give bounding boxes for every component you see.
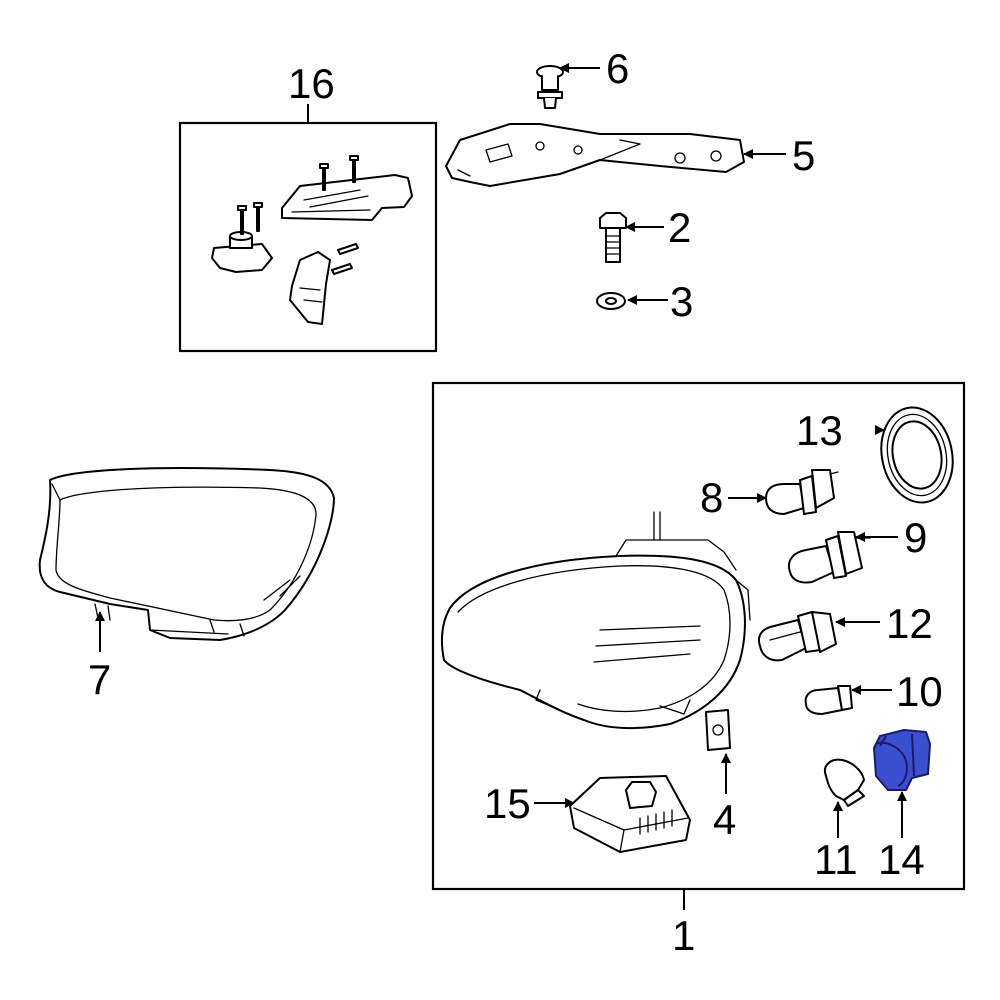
- headlamp-housing: [441, 511, 751, 730]
- callout-13: 13: [796, 407, 843, 454]
- part-9-bulb: [788, 531, 871, 584]
- callout-2: 2: [668, 204, 691, 251]
- callout-3: 3: [670, 278, 693, 325]
- callout-5: 5: [792, 132, 815, 179]
- callout-16: 16: [288, 60, 335, 107]
- part-14-socket: [873, 729, 931, 791]
- part-12-bulb: [758, 611, 837, 662]
- callout-14: 14: [878, 836, 925, 883]
- part-5-bracket: [445, 123, 745, 187]
- callout-10: 10: [896, 668, 943, 715]
- part-8-bulb: [765, 469, 839, 515]
- part-2-bolt: [599, 212, 627, 263]
- callout-9: 9: [904, 514, 927, 561]
- leader-arrows: [95, 63, 907, 838]
- callout-labels: 16 6 5 2 3 7 13 8 9 12 10 15 4 11 14 1: [88, 45, 943, 959]
- part-10-small-bulb: [804, 685, 853, 715]
- callout-12: 12: [886, 600, 933, 647]
- callout-7: 7: [88, 656, 111, 703]
- callout-1: 1: [672, 912, 695, 959]
- part-3-washer: [596, 292, 626, 310]
- callout-15: 15: [484, 780, 531, 827]
- callout-8: 8: [700, 474, 723, 521]
- part-11-round-bulb: [824, 758, 865, 807]
- callout-6: 6: [606, 45, 629, 92]
- part-15-ballast: [569, 775, 691, 853]
- adjuster-kit-box: [178, 104, 438, 353]
- callout-11: 11: [814, 836, 858, 883]
- part-13-seal-ring: [880, 406, 954, 504]
- headlamp-assembly-box: [431, 381, 966, 910]
- part-4-nut-clip: [705, 709, 731, 751]
- callout-4: 4: [713, 796, 736, 843]
- part-6-clip: [536, 65, 564, 109]
- adjuster-kit-parts: [211, 155, 413, 325]
- part-7-lens-trim: [38, 467, 335, 641]
